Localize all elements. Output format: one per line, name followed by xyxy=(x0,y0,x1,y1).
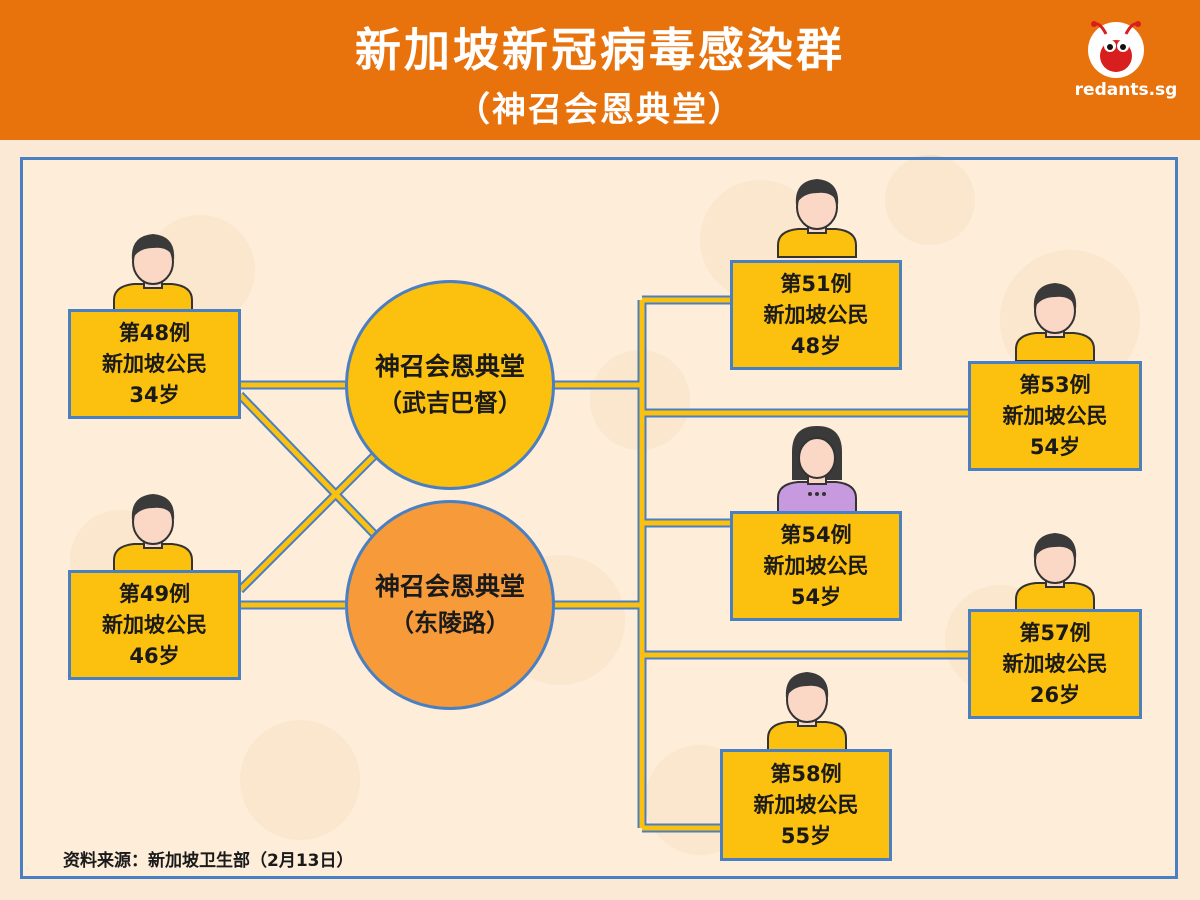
diagram-panel xyxy=(20,157,1178,879)
case-box-57: 第57例 新加坡公民 26岁 xyxy=(968,609,1142,719)
page-title: 新加坡新冠病毒感染群 xyxy=(355,23,845,77)
case-age: 54岁 xyxy=(790,585,842,609)
header-banner: 新加坡新冠病毒感染群 （神召会恩典堂） redants.sg xyxy=(0,0,1200,140)
male-person-icon xyxy=(767,672,847,750)
case-age: 55岁 xyxy=(780,824,832,848)
hub-church-tanglin: 神召会恩典堂 （东陵路） xyxy=(345,500,555,710)
logo-text: redants.sg xyxy=(1074,80,1178,100)
case-box-53: 第53例 新加坡公民 54岁 xyxy=(968,361,1142,471)
case-id: 第49例 xyxy=(118,582,191,606)
female-person-icon xyxy=(777,426,857,512)
case-id: 第57例 xyxy=(1019,621,1091,645)
source-note: 资料来源：新加坡卫生部（2月13日） xyxy=(63,851,354,871)
case-box-58: 第58例 新加坡公民 55岁 xyxy=(720,749,892,861)
male-person-icon xyxy=(113,494,193,572)
case-status: 新加坡公民 xyxy=(1002,404,1108,428)
case-box-49: 第49例 新加坡公民 46岁 xyxy=(68,570,241,680)
hub-church-bukit-batok: 神召会恩典堂 （武吉巴督） xyxy=(345,280,555,490)
hub-name: 神召会恩典堂 xyxy=(374,352,525,381)
case-box-51: 第51例 新加坡公民 48岁 xyxy=(730,260,902,370)
case-status: 新加坡公民 xyxy=(763,554,869,578)
case-id: 第51例 xyxy=(780,272,852,296)
case-status: 新加坡公民 xyxy=(102,613,207,637)
hub-location: （武吉巴督） xyxy=(378,389,522,417)
hub-location: （东陵路） xyxy=(390,609,510,637)
case-age: 48岁 xyxy=(790,334,842,358)
case-age: 54岁 xyxy=(1029,435,1081,459)
male-person-icon xyxy=(777,179,857,258)
case-id: 第48例 xyxy=(118,321,191,345)
case-age: 46岁 xyxy=(129,644,180,668)
male-person-icon xyxy=(113,234,193,312)
case-id: 第58例 xyxy=(770,762,842,786)
case-box-54: 第54例 新加坡公民 54岁 xyxy=(730,511,902,621)
case-age: 26岁 xyxy=(1029,683,1081,707)
male-person-icon xyxy=(1015,533,1095,611)
case-age: 34岁 xyxy=(129,383,180,407)
case-box-48: 第48例 新加坡公民 34岁 xyxy=(68,309,241,419)
page-subtitle: （神召会恩典堂） xyxy=(456,90,744,130)
male-person-icon xyxy=(1015,283,1095,362)
case-id: 第53例 xyxy=(1019,373,1091,397)
case-status: 新加坡公民 xyxy=(753,793,859,817)
case-status: 新加坡公民 xyxy=(102,352,207,376)
redants-logo-icon xyxy=(1088,21,1144,78)
case-status: 新加坡公民 xyxy=(1002,652,1108,676)
hub-name: 神召会恩典堂 xyxy=(374,572,525,601)
case-id: 第54例 xyxy=(780,523,852,547)
case-status: 新加坡公民 xyxy=(763,303,869,327)
